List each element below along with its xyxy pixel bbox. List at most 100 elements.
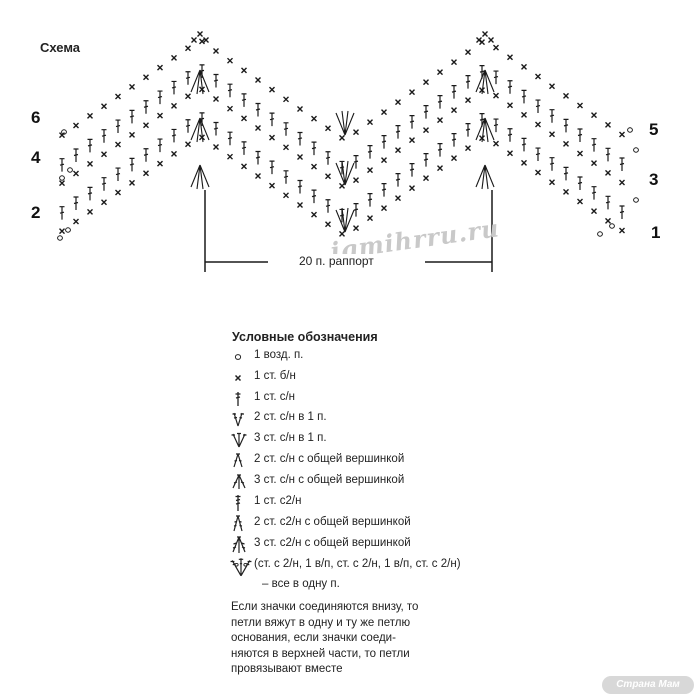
crochet-chart <box>57 31 639 272</box>
stitch-fan-mark <box>475 117 495 143</box>
two-treble-together-icon <box>233 515 243 532</box>
single-crochet-mark <box>577 102 583 109</box>
double-crochet-mark <box>409 115 415 129</box>
repeat-label: 20 п. раппорт <box>296 254 377 268</box>
single-crochet-mark <box>87 208 93 215</box>
single-crochet-mark <box>482 31 488 37</box>
single-crochet-mark <box>101 103 107 110</box>
row-number-5: 5 <box>649 120 659 139</box>
explanatory-note: Если значки соединяются внизу, то петли … <box>231 600 461 678</box>
legend-item-label: 3 ст. с2/н с общей вершинкой <box>254 537 411 549</box>
single-crochet-mark <box>185 141 191 148</box>
chain-mark <box>59 175 65 181</box>
fan-icon <box>230 558 252 577</box>
legend-item-label: (ст. с 2/н, 1 в/п, ст. с 2/н, 1 в/п, ст.… <box>254 558 461 570</box>
single-crochet-mark <box>59 180 65 187</box>
single-crochet-mark <box>73 170 79 177</box>
legend-item-label: 1 ст. с/н <box>254 391 296 403</box>
legend-item-label: 3 ст. с/н с общей вершинкой <box>254 474 405 486</box>
single-crochet-mark <box>311 163 317 170</box>
double-crochet-mark <box>241 93 247 107</box>
single-crochet-mark <box>171 102 177 109</box>
single-crochet-mark <box>563 140 569 147</box>
single-crochet-mark <box>395 195 401 202</box>
double-crochet-mark <box>493 70 499 85</box>
double-crochet-mark <box>395 173 401 187</box>
single-crochet-mark <box>129 131 135 138</box>
single-crochet-mark <box>157 112 163 119</box>
double-crochet-mark <box>213 73 219 88</box>
single-crochet-mark <box>143 170 149 177</box>
single-crochet-mark <box>227 153 233 160</box>
double-crochet-mark <box>101 177 107 191</box>
single-crochet-mark <box>339 134 345 141</box>
double-crochet-mark <box>577 176 583 191</box>
two-dc-in-one-icon <box>232 412 244 427</box>
single-crochet-mark <box>563 92 569 99</box>
double-crochet-mark <box>549 157 555 171</box>
double-crochet-mark <box>157 138 163 153</box>
single-crochet-mark <box>59 228 65 235</box>
single-crochet-mark <box>367 119 373 126</box>
single-crochet-mark <box>367 215 373 222</box>
single-crochet-mark <box>465 145 471 152</box>
single-crochet-mark <box>269 182 275 189</box>
double-crochet-mark <box>87 138 93 153</box>
legend-item: 3 ст. с/н в 1 п. <box>230 430 550 450</box>
legend-item-label: 1 возд. п. <box>254 349 304 361</box>
single-crochet-mark <box>311 211 317 218</box>
single-crochet-mark <box>185 45 191 52</box>
double-crochet-mark <box>493 118 499 133</box>
double-crochet-mark <box>255 150 261 165</box>
stitch-fan-mark <box>190 164 210 190</box>
single-crochet-mark <box>476 37 482 43</box>
double-crochet-mark <box>171 80 177 95</box>
three-treble-together-icon <box>232 536 246 553</box>
double-crochet-mark <box>577 128 583 143</box>
three-dc-together-icon <box>232 474 246 489</box>
double-crochet-mark <box>619 205 625 219</box>
double-crochet-mark <box>283 122 289 136</box>
single-crochet-mark <box>115 141 121 148</box>
legend-item: 1 ст. с/н <box>230 389 550 409</box>
double-crochet-mark <box>227 131 233 146</box>
single-crochet-mark <box>339 230 345 237</box>
single-crochet-mark <box>227 105 233 112</box>
legend-item-label: – все в одну п. <box>262 578 340 590</box>
chain-mark <box>65 227 71 233</box>
double-crochet-mark <box>423 153 429 167</box>
double-crochet-mark <box>437 95 443 109</box>
single-crochet-mark <box>325 173 331 180</box>
single-crochet-mark <box>283 144 289 151</box>
double-crochet-mark <box>157 90 163 105</box>
double-crochet-mark <box>129 109 135 124</box>
chain-mark <box>609 223 615 229</box>
single-crochet-mark <box>157 64 163 71</box>
single-crochet-mark <box>409 89 415 96</box>
row-number-2: 2 <box>31 203 41 222</box>
stitch-fan-mark <box>335 160 355 186</box>
single-crochet-mark <box>297 105 303 112</box>
diagram-title: Схема <box>40 40 81 55</box>
double-crochet-mark <box>213 121 219 136</box>
single-crochet-mark <box>197 31 203 37</box>
single-crochet-mark <box>325 221 331 228</box>
double-crochet-mark <box>185 71 191 85</box>
single-crochet-mark <box>549 131 555 138</box>
single-crochet-mark <box>129 179 135 186</box>
legend-item: 3 ст. с/н с общей вершинкой <box>230 472 550 492</box>
single-crochet-mark <box>563 188 569 195</box>
single-crochet-mark <box>451 107 457 114</box>
double-crochet-mark <box>115 167 121 182</box>
single-crochet-mark <box>507 54 513 61</box>
double-crochet-mark <box>395 125 401 139</box>
double-crochet-mark <box>325 199 331 213</box>
double-crochet-mark <box>465 75 471 89</box>
double-crochet-mark <box>87 186 93 201</box>
row-number-4: 4 <box>31 148 41 167</box>
double-crochet-mark <box>311 141 317 156</box>
double-crochet-mark <box>185 119 191 133</box>
single-crochet-mark <box>409 185 415 192</box>
legend-item-label: 1 ст. б/н <box>254 370 296 382</box>
stitch-fan-mark <box>475 69 495 95</box>
